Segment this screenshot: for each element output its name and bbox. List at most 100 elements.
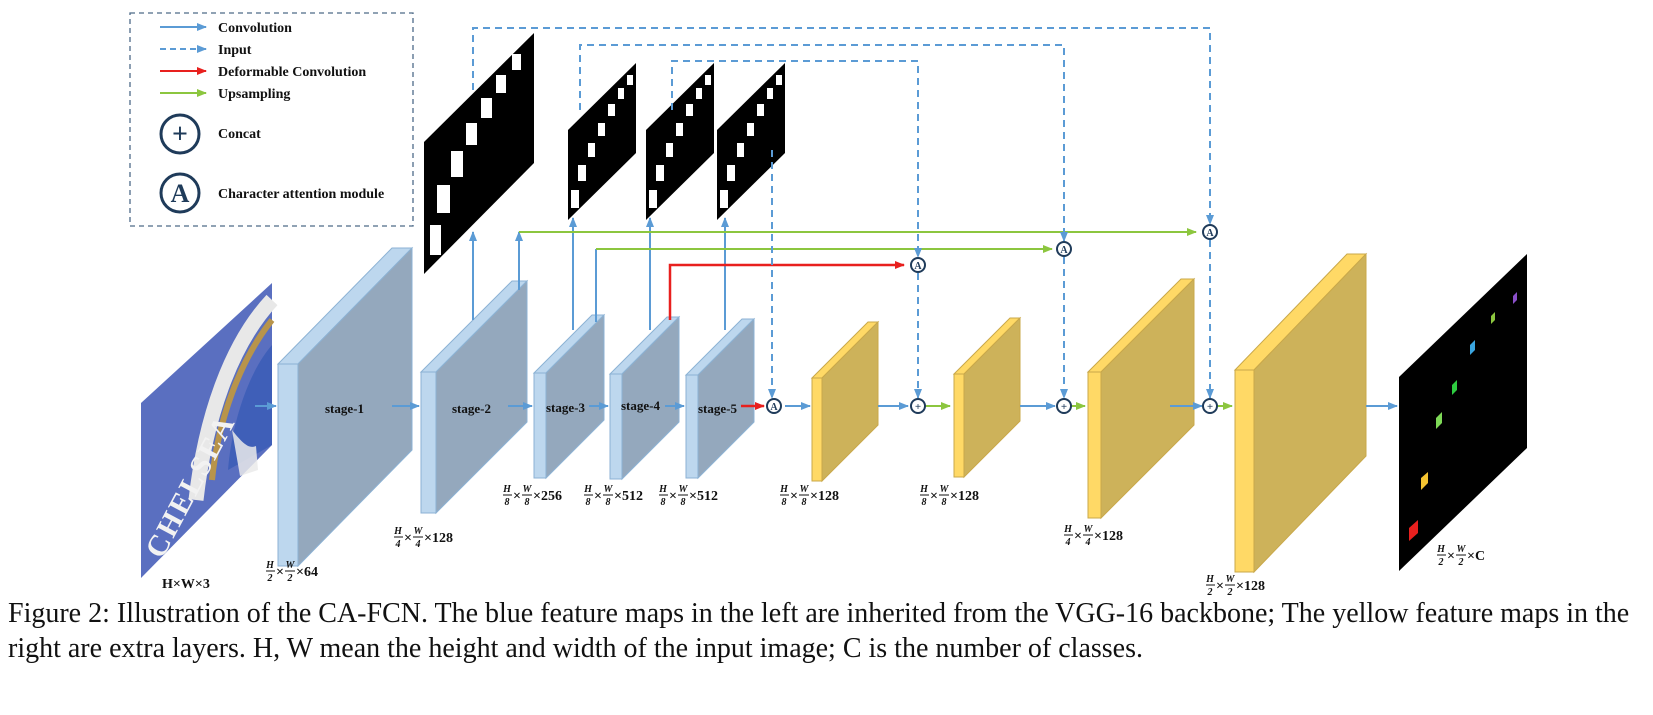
upsample-arrows [519, 228, 1233, 410]
svg-text:8: 8 [681, 497, 686, 508]
svg-text:W: W [604, 484, 614, 495]
svg-text:×128: ×128 [424, 531, 453, 546]
svg-text:×64: ×64 [296, 565, 318, 580]
attention-node-1: A [766, 398, 782, 414]
svg-text:H: H [583, 484, 593, 495]
legend-box [129, 12, 414, 227]
svg-text:×C: ×C [1467, 549, 1485, 564]
legend-attention-label: Character attention module [218, 187, 384, 202]
decoder-block-3 [1086, 277, 1196, 520]
dim-label-decoder-3: H 4 × W 4 ×128 [1063, 524, 1123, 548]
input-dashed-arrows [472, 27, 1214, 399]
svg-text:×: × [276, 565, 284, 580]
legend: Convolution Input Deformable Convolution… [129, 12, 414, 227]
svg-text:8: 8 [586, 497, 591, 508]
svg-text:W: W [1084, 524, 1094, 535]
svg-text:×: × [669, 489, 677, 504]
svg-text:8: 8 [661, 497, 666, 508]
dim-label-stage-1: H 2 × W 2 ×64 [265, 560, 318, 584]
svg-text:8: 8 [505, 497, 510, 508]
svg-text:×: × [1447, 549, 1455, 564]
attention-map-2 [568, 63, 636, 220]
svg-text:2: 2 [1227, 587, 1233, 598]
svg-text:×: × [1074, 529, 1082, 544]
figure-caption: Figure 2: Illustration of the CA-FCN. Th… [8, 598, 1630, 664]
svg-text:H: H [393, 526, 403, 537]
svg-text:2: 2 [1207, 587, 1213, 598]
svg-text:W: W [414, 526, 424, 537]
svg-text:×512: ×512 [689, 489, 718, 504]
svg-text:H: H [1205, 574, 1215, 585]
dim-label-stage-2: H 4 × W 4 ×128 [393, 526, 453, 550]
dim-label-stage-5: H 8 × W 8 ×512 [658, 484, 718, 508]
deform-arrows [668, 261, 905, 410]
conv-arrows [255, 217, 1398, 410]
svg-text:W: W [1457, 544, 1467, 555]
attention-map-1 [424, 33, 534, 274]
svg-text:H: H [658, 484, 668, 495]
svg-text:H: H [1436, 544, 1446, 555]
svg-text:H: H [1063, 524, 1073, 535]
attention-icon [159, 172, 201, 214]
svg-text:4: 4 [415, 539, 421, 550]
output-map [1399, 254, 1527, 571]
concat-node-3: + [1202, 398, 1218, 414]
svg-text:8: 8 [942, 497, 947, 508]
dim-label-stage-3: H 8 × W 8 ×256 [502, 484, 562, 508]
svg-text:8: 8 [922, 497, 927, 508]
attention-node-4: A [1202, 224, 1218, 240]
svg-text:A: A [770, 402, 778, 413]
legend-convolution-label: Convolution [218, 21, 292, 36]
stage-4-label: stage-4 [621, 398, 660, 413]
svg-text:×: × [594, 489, 602, 504]
svg-text:4: 4 [395, 539, 401, 550]
svg-text:8: 8 [606, 497, 611, 508]
svg-text:2: 2 [1438, 557, 1444, 568]
svg-text:H: H [502, 484, 512, 495]
svg-text:H: H [265, 560, 275, 571]
dim-label-decoder-4: H 2 × W 2 ×128 [1205, 574, 1265, 598]
svg-text:2: 2 [1458, 557, 1464, 568]
svg-text:H: H [779, 484, 789, 495]
svg-text:×128: ×128 [1236, 579, 1265, 594]
attention-map-4 [717, 63, 785, 220]
legend-deformable-label: Deformable Convolution [218, 65, 366, 80]
svg-text:A: A [1206, 228, 1214, 239]
decoder-block-2 [952, 316, 1022, 479]
svg-text:×: × [790, 489, 798, 504]
svg-text:W: W [1226, 574, 1236, 585]
svg-text:A: A [914, 261, 922, 272]
stage-4-block [608, 315, 681, 481]
stage-2-block [419, 279, 529, 515]
stage-5-block [684, 317, 756, 480]
svg-text:8: 8 [525, 497, 530, 508]
svg-text:W: W [800, 484, 810, 495]
svg-text:×128: ×128 [950, 489, 979, 504]
decoder-block-4 [1233, 252, 1368, 574]
concat-symbol: + [172, 119, 188, 150]
svg-text:8: 8 [782, 497, 787, 508]
svg-text:×: × [1216, 579, 1224, 594]
svg-text:W: W [940, 484, 950, 495]
attention-node-3: A [1056, 241, 1072, 257]
svg-text:×512: ×512 [614, 489, 643, 504]
dim-label-output: H 2 × W 2 ×C [1436, 544, 1485, 568]
legend-input-label: Input [218, 43, 252, 58]
stage-2-label: stage-2 [452, 401, 491, 416]
svg-text:×256: ×256 [533, 489, 562, 504]
input-dim-label: H×W×3 [162, 577, 210, 592]
attention-node-2: A [910, 257, 926, 273]
svg-text:×: × [930, 489, 938, 504]
stage-3-block [532, 313, 606, 480]
svg-text:8: 8 [802, 497, 807, 508]
svg-text:W: W [679, 484, 689, 495]
input-image: CHELSEA [139, 283, 278, 578]
stage-5-label: stage-5 [698, 401, 737, 416]
svg-text:+: + [915, 401, 921, 413]
concat-node-2: + [1056, 398, 1072, 414]
stage-1-label: stage-1 [325, 401, 364, 416]
svg-text:2: 2 [287, 573, 293, 584]
legend-concat-label: Concat [218, 127, 261, 142]
svg-text:×128: ×128 [810, 489, 839, 504]
legend-upsampling-label: Upsampling [218, 87, 290, 102]
